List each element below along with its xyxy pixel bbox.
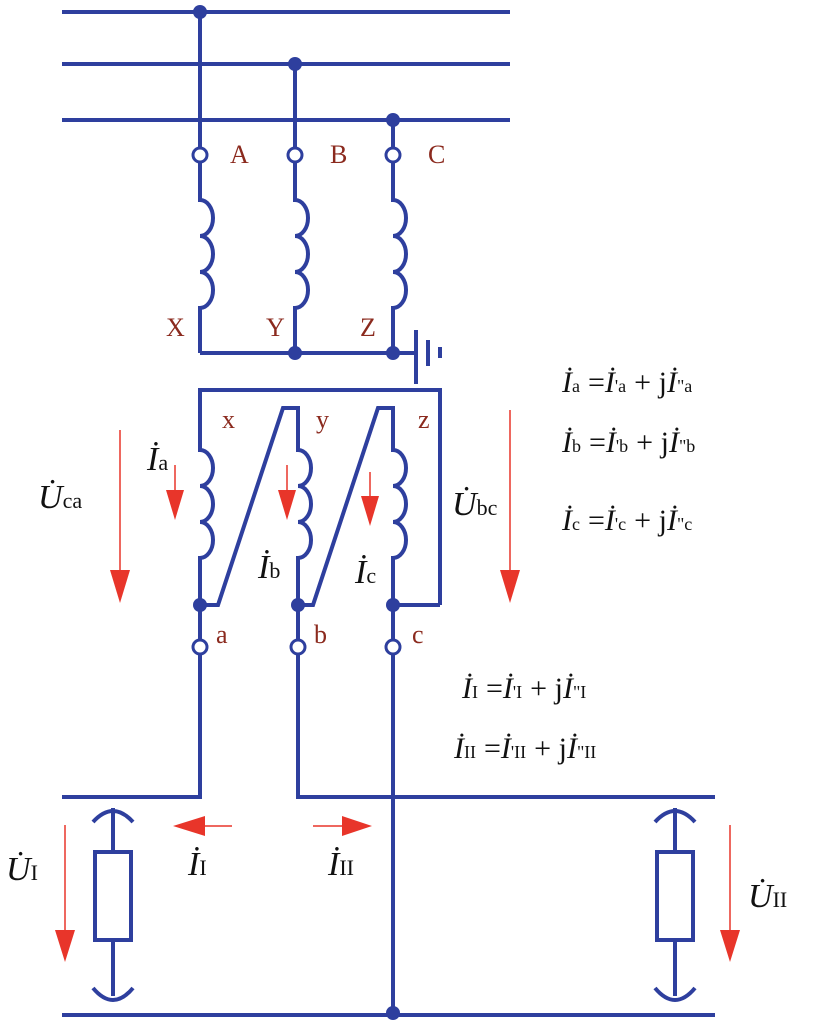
label-x: x: [222, 405, 235, 434]
label-b: b: [314, 620, 327, 649]
line-I: [62, 654, 202, 799]
label-y: y: [316, 405, 329, 434]
symbol-U2: U̇II: [748, 878, 787, 915]
output-circuit: [62, 654, 715, 1020]
arrow-Ic: [361, 472, 379, 526]
arrow-Ia: [166, 465, 184, 520]
arrow-Uca: [110, 430, 130, 603]
equation-I: İI=İ'I+ jİ"I: [461, 672, 586, 705]
label-Z: Z: [360, 313, 376, 342]
junction-dot: [386, 346, 400, 360]
label-B: B: [330, 140, 347, 169]
symbol-I2: İII: [327, 846, 354, 883]
secondary-winding-c: [298, 406, 408, 640]
label-a: a: [216, 620, 228, 649]
junction-dot: [291, 598, 305, 612]
symbol-Uca: U̇ca: [38, 479, 82, 516]
arrow-I1: [173, 816, 232, 836]
symbol-Ubc: U̇bc: [452, 486, 498, 523]
label-A: A: [230, 140, 249, 169]
junction-dot: [386, 598, 400, 612]
equation-II: İII=İ'II+ jİ"II: [453, 732, 596, 765]
load-I: [91, 808, 135, 1002]
terminal-a: [191, 638, 209, 656]
arrow-U2: [720, 825, 740, 962]
symbol-Ic: İc: [354, 554, 376, 591]
primary-windings: A B C X Y Z: [166, 12, 445, 384]
line-II: [296, 654, 715, 799]
terminal-A: [191, 146, 209, 164]
label-C: C: [428, 140, 445, 169]
label-c: c: [412, 620, 424, 649]
arrow-Ubc: [500, 410, 520, 603]
equation-a: İa=İ'a+ jİ"a: [561, 366, 692, 399]
junction-dot: [386, 1006, 400, 1020]
primary-winding-a: [198, 12, 215, 353]
primary-winding-c: [391, 120, 408, 353]
primary-winding-b: [293, 64, 310, 353]
secondary-winding-a: [198, 388, 442, 640]
label-X: X: [166, 313, 185, 342]
equations: İa=İ'a+ jİ"aİb=İ'b+ jİ"bİc=İ'c+ jİ"cİI=İ…: [453, 366, 695, 765]
terminal-C: [384, 146, 402, 164]
junction-dot: [288, 346, 302, 360]
secondary-winding-b: [200, 406, 313, 640]
symbol-Ia: İa: [146, 441, 168, 478]
symbol-I1: İI: [187, 846, 207, 883]
symbol-Ib: İb: [257, 549, 280, 586]
junction-dot: [193, 598, 207, 612]
arrow-I2: [313, 816, 372, 836]
quantity-labels: İa İb İc U̇ca U̇bc İI İII U̇I U̇II: [6, 441, 787, 915]
terminal-b: [289, 638, 307, 656]
label-Y: Y: [266, 313, 285, 342]
secondary-windings: x y z a b c: [191, 388, 442, 656]
arrow-Ib: [278, 465, 296, 520]
symbol-U1: U̇I: [6, 851, 38, 888]
label-z: z: [418, 405, 430, 434]
load-II: [653, 808, 697, 1002]
terminal-c: [384, 638, 402, 656]
direction-arrows: [55, 410, 740, 962]
equation-c: İc=İ'c+ jİ"c: [561, 504, 692, 537]
arrow-U1: [55, 825, 75, 962]
equation-b: İb=İ'b+ jİ"b: [561, 426, 695, 459]
terminal-B: [286, 146, 304, 164]
ground-icon: [414, 330, 442, 384]
three-phase-bus: [62, 5, 510, 127]
